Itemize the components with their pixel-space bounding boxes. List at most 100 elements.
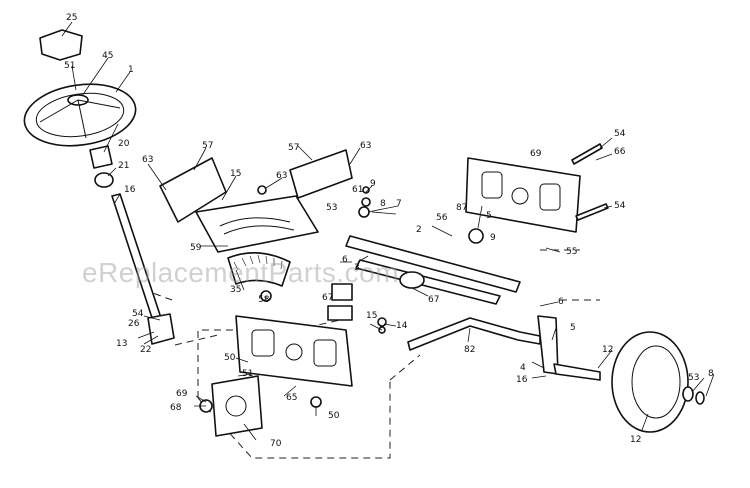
callout-13: 13 [116,339,127,349]
callout-63-left: 63 [142,155,153,165]
callout-67-right: 67 [428,295,439,305]
callout-3: 3 [354,263,360,273]
axle-casting-window-left [481,171,503,199]
callout-51-lower: 51 [242,369,253,379]
nut-50 [310,396,322,408]
nut-67 [468,228,484,244]
steering-plate-slot [219,217,295,235]
callout-63-mid: 63 [276,171,287,181]
bolt-upper [571,143,603,165]
callout-6-left: 6 [342,255,348,265]
wheel-washer [682,386,694,402]
callout-12-upper: 12 [602,345,613,355]
callout-5-lower: 5 [570,323,576,333]
callout-56: 56 [436,213,448,223]
callout-6-right: 6 [558,297,564,307]
callout-8: 8 [380,199,386,209]
callout-51: 51 [64,61,75,71]
callout-82: 82 [464,345,475,355]
front-wheel-rim [631,345,681,419]
callout-66-upper: 66 [614,147,626,157]
callout-54-mid: 54 [614,201,626,211]
callout-25: 25 [66,13,77,23]
callout-4: 4 [520,363,526,373]
washer-7 [358,206,370,218]
callout-15-upper: 15 [230,169,241,179]
tie-rod [345,235,521,293]
bushing-26 [331,283,353,301]
front-wheel-tire [611,331,689,433]
front-bracket-plate [211,375,263,437]
callout-70: 70 [270,439,282,449]
callout-22: 22 [140,345,151,355]
callout-20: 20 [118,139,130,149]
front-axle-beam [407,317,541,351]
drag-link-end [399,271,425,289]
washer-8 [361,197,371,207]
steering-bushing [94,172,114,188]
callout-1: 1 [128,65,134,75]
steering-gear [147,313,175,345]
callout-9-upper: 9 [370,179,376,189]
callout-9-lower: 9 [490,233,496,243]
steering-wheel-inner-rim [35,92,125,138]
callout-14: 14 [396,321,408,331]
spindle-axle [553,363,601,381]
lower-plate-window-left [251,329,275,357]
callout-87: 87 [456,203,467,213]
axle-casting-center-hole [511,187,529,205]
callout-2: 2 [416,225,422,235]
callout-59: 59 [190,243,202,253]
steering-boot [89,145,113,169]
callout-63-right: 63 [360,141,371,151]
callout-5-upper: 5 [486,211,492,221]
callout-15-mid: 15 [366,311,377,321]
callout-53-lower: 53 [688,373,699,383]
bracket-right [289,149,353,199]
watermark-text: eReplacementParts.com [82,257,399,288]
bracket-left [159,157,227,223]
callout-67-left: 67 [322,293,333,303]
wheel-cap [695,391,705,405]
callout-50-right: 50 [328,411,340,421]
callout-16-lower: 16 [516,375,528,385]
callout-21: 21 [118,161,129,171]
dashed-reference-line-shaft [149,291,341,346]
callout-54-top: 54 [614,129,626,139]
steering-plate [195,195,319,253]
drag-link [355,259,501,305]
axle-casting-upper [465,157,581,233]
lower-plate-center-hole [285,343,303,361]
steering-wheel [23,83,137,147]
callout-64: 54 [132,309,144,319]
bolt-9 [362,186,370,194]
callout-7: 7 [396,199,402,209]
lower-mounting-plate [235,315,353,387]
dashed-reference-line-right [540,249,600,301]
callout-53-upper: 53 [326,203,337,213]
callout-35: 35 [230,285,241,295]
callout-26: 26 [128,319,140,329]
lower-plate-window-right [313,339,337,367]
callout-69-lower: 69 [176,389,188,399]
callout-50-left: 50 [224,353,236,363]
callout-16-upper: 16 [124,185,136,195]
sector-gear-teeth [233,254,283,271]
callout-58: 58 [258,295,270,305]
bolt-lower [575,203,609,221]
bushing-27 [327,305,353,321]
axle-casting-window-right [539,183,561,211]
callout-55: 55 [566,247,577,257]
callout-57-right: 57 [288,143,299,153]
steering-wheel-cap [39,29,83,61]
callout-61: 61 [352,185,363,195]
callout-12-lower: 12 [630,435,641,445]
nut-63 [257,185,267,195]
callout-8-wheel: 8 [708,369,714,379]
callout-68: 68 [170,403,182,413]
leader-lines [61,21,715,441]
callout-65: 65 [286,393,297,403]
front-bracket-plate-hole [225,395,247,417]
steering-wheel-spokes [39,99,121,139]
